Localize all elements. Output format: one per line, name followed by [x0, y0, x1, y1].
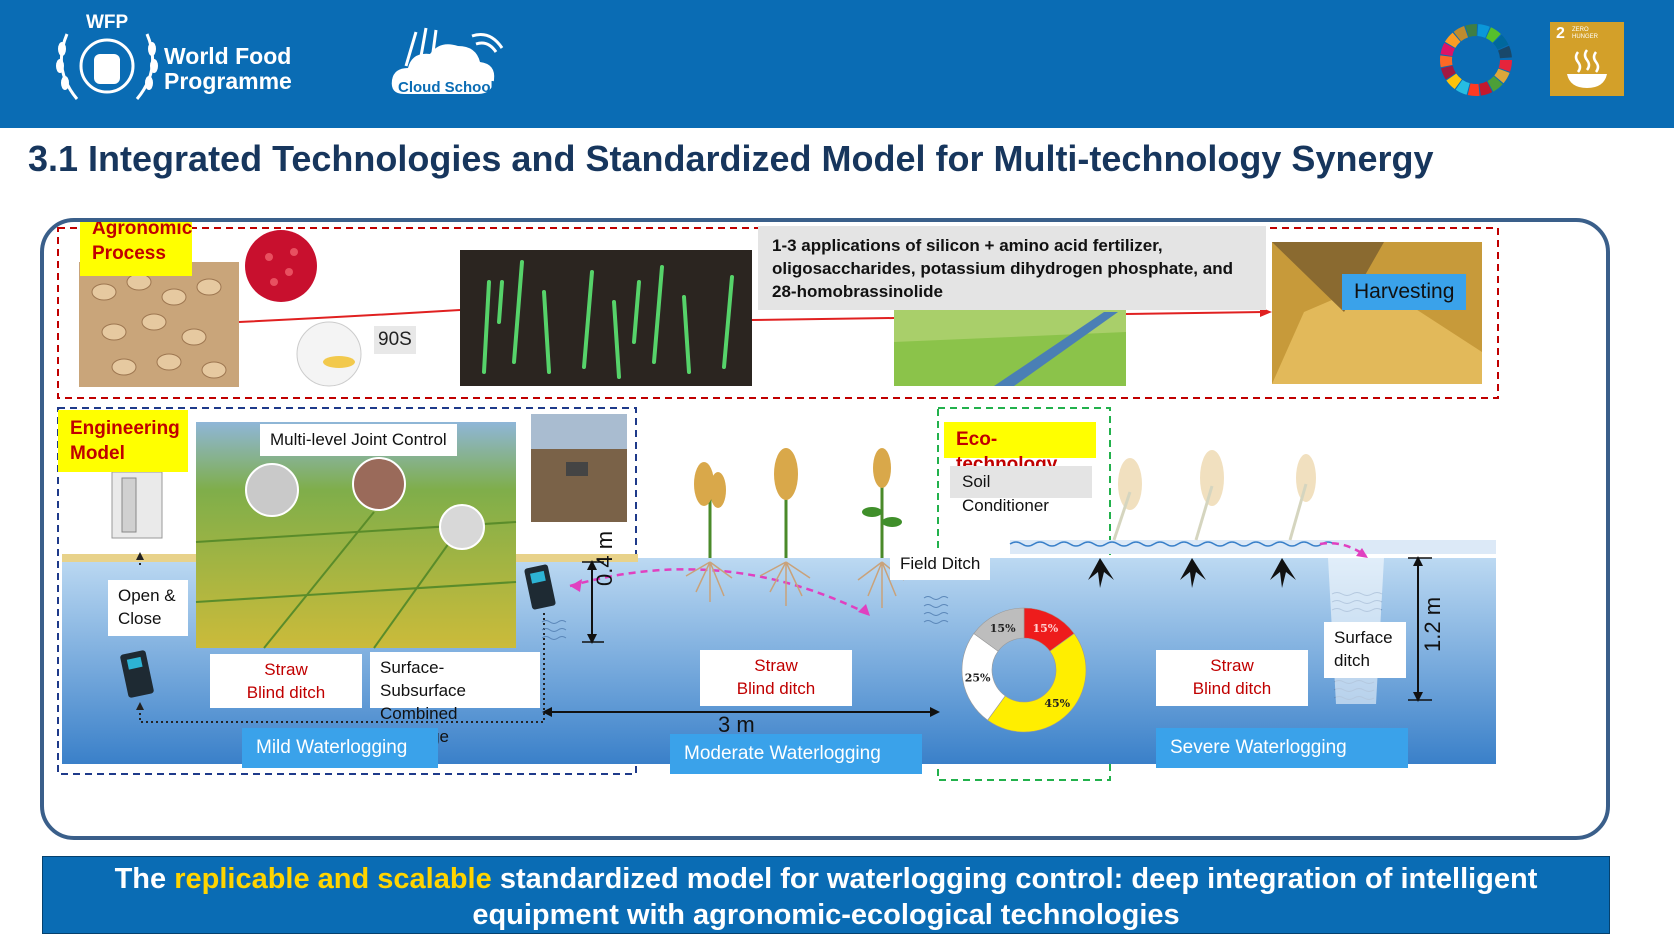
depth-1-2-label: 1.2 m — [1420, 596, 1445, 652]
wfp-name: World Food Programme — [164, 43, 292, 94]
surface-ditch-label: Surface ditch — [1324, 622, 1406, 678]
roots-severe — [1088, 558, 1296, 588]
header-bar: WFP World Food Programme Cloud School — [0, 0, 1674, 128]
straw-blind-ditch-severe: Straw Blind ditch — [1156, 650, 1308, 706]
field-ditch-label: Field Ditch — [890, 548, 991, 580]
engineering-model-label: Engineering Model — [58, 410, 188, 472]
severe-waterlogging-label: Severe Waterlogging — [1156, 728, 1408, 768]
sdg-wheel-icon — [1440, 24, 1512, 96]
straw-blind-ditch-mild: Straw Blind ditch — [210, 654, 362, 708]
joint-control-label: Multi-level Joint Control — [260, 424, 457, 456]
page-title: 3.1 Integrated Technologies and Standard… — [28, 138, 1434, 179]
food-bowl-icon — [1567, 49, 1607, 88]
wfp-acronym: WFP — [86, 12, 129, 33]
wfp-emblem-icon — [56, 33, 158, 100]
diagram-frame: 15% 45% 25% 15% Agronomic Process 90S 1-3 a… — [40, 218, 1610, 840]
straw-blind-ditch-moderate: Straw Blind ditch — [700, 650, 852, 706]
sluice-gate-icon — [245, 463, 299, 517]
harvesting-label: Harvesting — [1342, 274, 1467, 310]
mild-waterlogging-label: Mild Waterlogging — [242, 728, 438, 768]
donut-slice-label: 45% — [1044, 697, 1070, 710]
donut-slice-label: 15% — [1032, 622, 1058, 635]
combined-drainage-label: Surface-Subsurface Combined Drainage — [370, 652, 540, 746]
sdg-goal-text: ZERO HUNGER — [1572, 27, 1599, 40]
depth-0-4-label: 0.4 m — [592, 530, 617, 586]
agronomic-process-label: Agronomic Process — [80, 222, 192, 276]
donut-slice — [987, 633, 1087, 733]
valve-icon — [439, 504, 485, 550]
banner-highlight: replicable and scalable — [174, 863, 492, 895]
donut-slice-label: 15% — [990, 622, 1016, 635]
red-seed-coating-image — [245, 230, 317, 302]
bottom-banner: The replicable and scalable standardized… — [42, 856, 1610, 934]
banner-rest: standardized model for waterlogging cont… — [472, 863, 1538, 931]
moderate-waterlogging-label: Moderate Waterlogging — [670, 734, 922, 774]
spacing-3m-label: 3 m — [718, 712, 755, 737]
open-close-label: Open & Close — [108, 580, 188, 636]
crops-severe — [1112, 450, 1316, 541]
cloud-school-label: Cloud School — [398, 79, 495, 96]
pump-station-icon — [352, 457, 406, 511]
seed-treatment-icon — [296, 321, 362, 387]
soil-conditioner-donut-chart: 15% 45% 25% 15% — [961, 607, 1087, 733]
banner-prefix: The — [114, 863, 167, 895]
sdg-goal-2-tile: 2 ZERO HUNGER — [1550, 22, 1624, 96]
cloud-school-logo-icon — [391, 27, 504, 94]
donut-slice-label: 25% — [965, 671, 991, 684]
seedling-image — [460, 250, 752, 386]
fertilizer-note: 1-3 applications of silicon + amino acid… — [758, 226, 1266, 310]
sdg-goal-number: 2 — [1556, 25, 1565, 42]
soil-conditioner-label: Soil Conditioner — [950, 466, 1092, 515]
gate-device-image — [111, 471, 163, 539]
eco-technology-label: Eco-technology — [944, 422, 1096, 475]
seed-timer-label: 90S — [374, 326, 416, 354]
crops-moderate — [685, 448, 905, 608]
donut-slice — [973, 607, 1025, 652]
